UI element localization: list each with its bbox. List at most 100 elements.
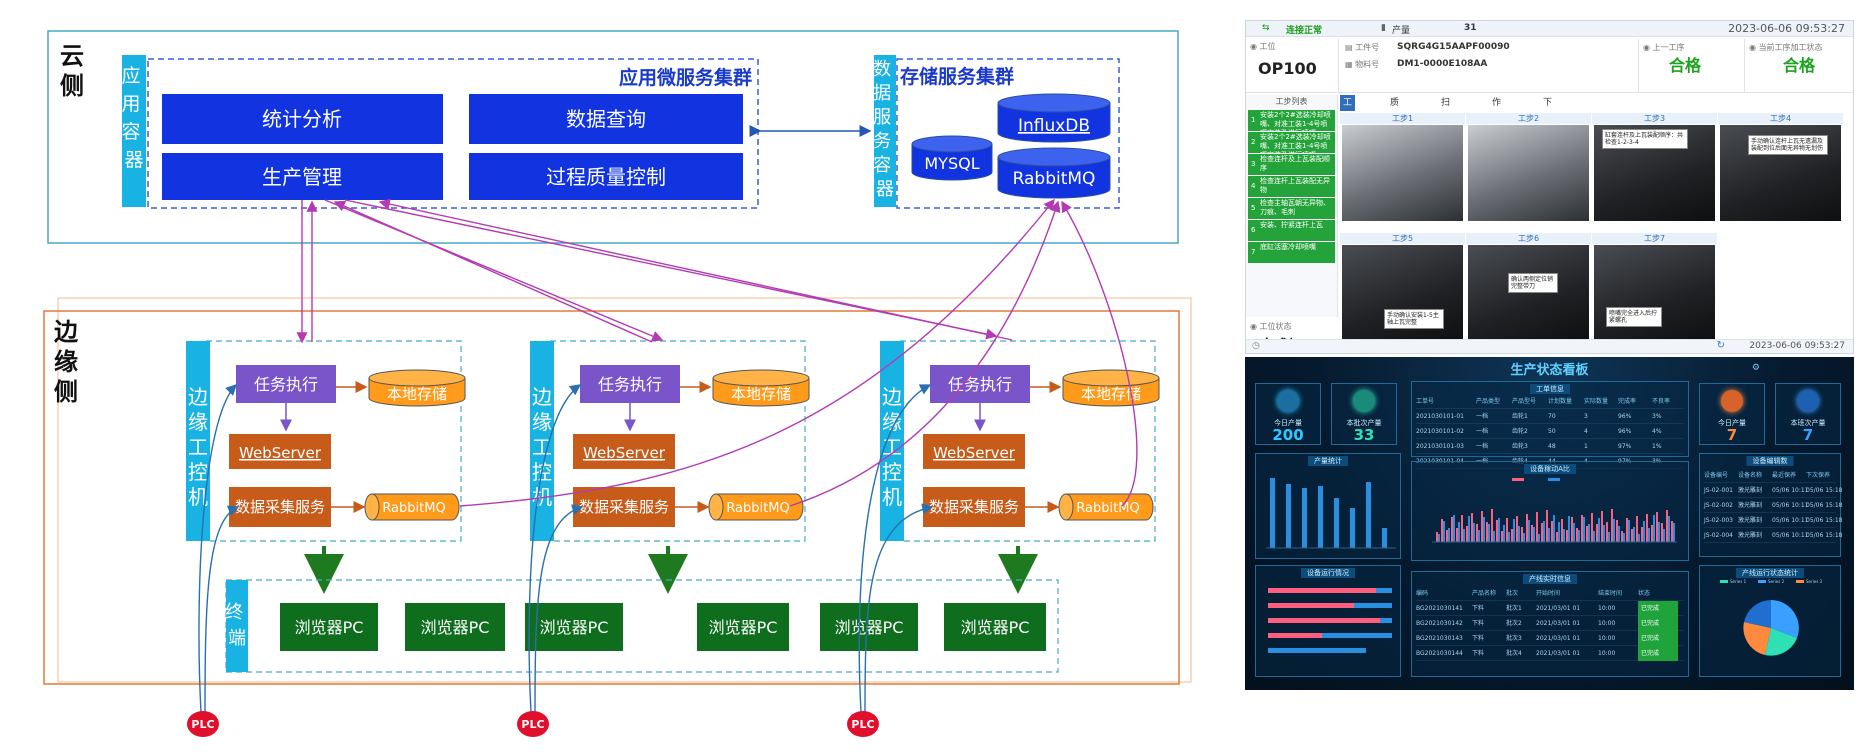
- kpi-wrench-icon: [1797, 390, 1819, 412]
- kpi-value: 7: [1726, 426, 1738, 444]
- plc-to-task-arrow: [198, 384, 237, 713]
- prev-step-value: 合格: [1669, 56, 1702, 75]
- footer-datetime: 2023-06-06 09:53:27: [1749, 341, 1845, 351]
- step-number: 4: [1251, 182, 1256, 190]
- utilization-bar-a: [1481, 511, 1483, 542]
- table-cell: 一档: [1476, 443, 1489, 450]
- table-cell: 一档: [1476, 428, 1489, 435]
- tab-4[interactable]: 作业指导: [1492, 98, 1502, 156]
- tab-2[interactable]: 质量数据: [1390, 98, 1400, 156]
- kpi-value: 33: [1353, 426, 1375, 444]
- table-cell: 1%: [1652, 443, 1662, 450]
- step-image-caption: 工步1: [1340, 113, 1465, 124]
- terminal-label-line-2: 端: [228, 628, 246, 649]
- table-cell: 2021/03/01 01: [1536, 620, 1581, 627]
- table-cell: 2021/03/01 01: [1536, 605, 1581, 612]
- mes-station-panel: ⇆ 连接正常 ▮ 产量 31 2023-06-06 09:53:27 ◉ 工位 …: [1245, 20, 1854, 354]
- table-header-cell: 产品类型: [1476, 398, 1501, 405]
- utilization-bar-b: [1483, 517, 1485, 542]
- tab-5[interactable]: 下线校验: [1543, 98, 1553, 156]
- tab-1[interactable]: 工步信息: [1340, 95, 1356, 156]
- step-photo-note: 手动确认连杆上瓦无遗漏及装配到位后面无异物无划伤: [1748, 135, 1828, 155]
- kpi-leaf-icon: [1353, 390, 1375, 412]
- work-no-label: 工件号: [1355, 43, 1380, 52]
- service-data-query-label: 数据查询: [566, 107, 646, 131]
- utilization-bar-a: [1486, 522, 1488, 542]
- table-cell: 10:00: [1598, 650, 1616, 657]
- utilization-bar-a: [1671, 521, 1673, 542]
- utilization-bar-b: [1573, 523, 1575, 542]
- terminal-bar: [226, 580, 248, 672]
- terminal-label: 终 端: [225, 602, 249, 649]
- data-collection-box: [573, 487, 675, 527]
- utilization-bar-a: [1451, 517, 1453, 542]
- step-image-cell[interactable]: 工步2: [1466, 113, 1591, 223]
- storage-cluster-box: [896, 58, 1120, 209]
- plc-to-task-arrow: [858, 384, 932, 713]
- step-image-cell[interactable]: 工步1: [1340, 113, 1465, 223]
- utilization-bar-a: [1661, 523, 1663, 542]
- plc-node: [517, 711, 549, 737]
- utilization-bar-b: [1463, 529, 1465, 542]
- plc-to-collect-arrow: [204, 505, 240, 713]
- utilization-bar-b: [1508, 532, 1510, 542]
- tab-3[interactable]: 扫码防错: [1441, 98, 1451, 156]
- utilization-bar-a: [1666, 510, 1668, 542]
- settings-icon[interactable]: ⚙: [1751, 363, 1760, 373]
- browser-pc: 浏览器PC: [944, 603, 1046, 651]
- data-collection-label: 数据采集服务: [579, 498, 669, 516]
- storage-label-line-6: 器: [876, 179, 894, 200]
- utilization-bar-a: [1616, 520, 1618, 542]
- utilization-bar-b: [1503, 525, 1505, 542]
- table-header-cell: 状态: [1638, 590, 1651, 597]
- step-text: 检查连杆及上瓦装配顺序: [1260, 155, 1330, 172]
- utilization-bar-b: [1548, 528, 1550, 542]
- utilization-bar-b: [1653, 515, 1655, 542]
- plc-node: [187, 711, 219, 737]
- kpi-shift-output: 本班次产量 7: [1775, 383, 1841, 445]
- utilization-bar-b: [1468, 516, 1470, 542]
- dashboard-title: 生产状态看板: [1510, 363, 1589, 378]
- edge-rabbitmq-label: RabbitMQ: [382, 501, 445, 516]
- data-collection-label: 数据采集服务: [929, 498, 1019, 516]
- pie-legend-swatch-1: [1720, 580, 1728, 583]
- utilization-bar-a: [1491, 509, 1493, 542]
- local-storage-label: 本地存储: [387, 385, 447, 403]
- ipc-label-char: 机: [188, 485, 208, 509]
- table-cell: 48: [1548, 443, 1556, 450]
- table-cell: 齿轮1: [1512, 413, 1528, 420]
- utilization-bar-a: [1466, 526, 1468, 542]
- refresh-icon[interactable]: ↻: [1716, 340, 1725, 351]
- connection-status: 连接正常: [1286, 26, 1323, 36]
- work-order-info-title: 工单信息: [1530, 384, 1570, 394]
- table-cell: 05/06 10:11: [1772, 502, 1809, 509]
- utilization-bar-b: [1613, 519, 1615, 542]
